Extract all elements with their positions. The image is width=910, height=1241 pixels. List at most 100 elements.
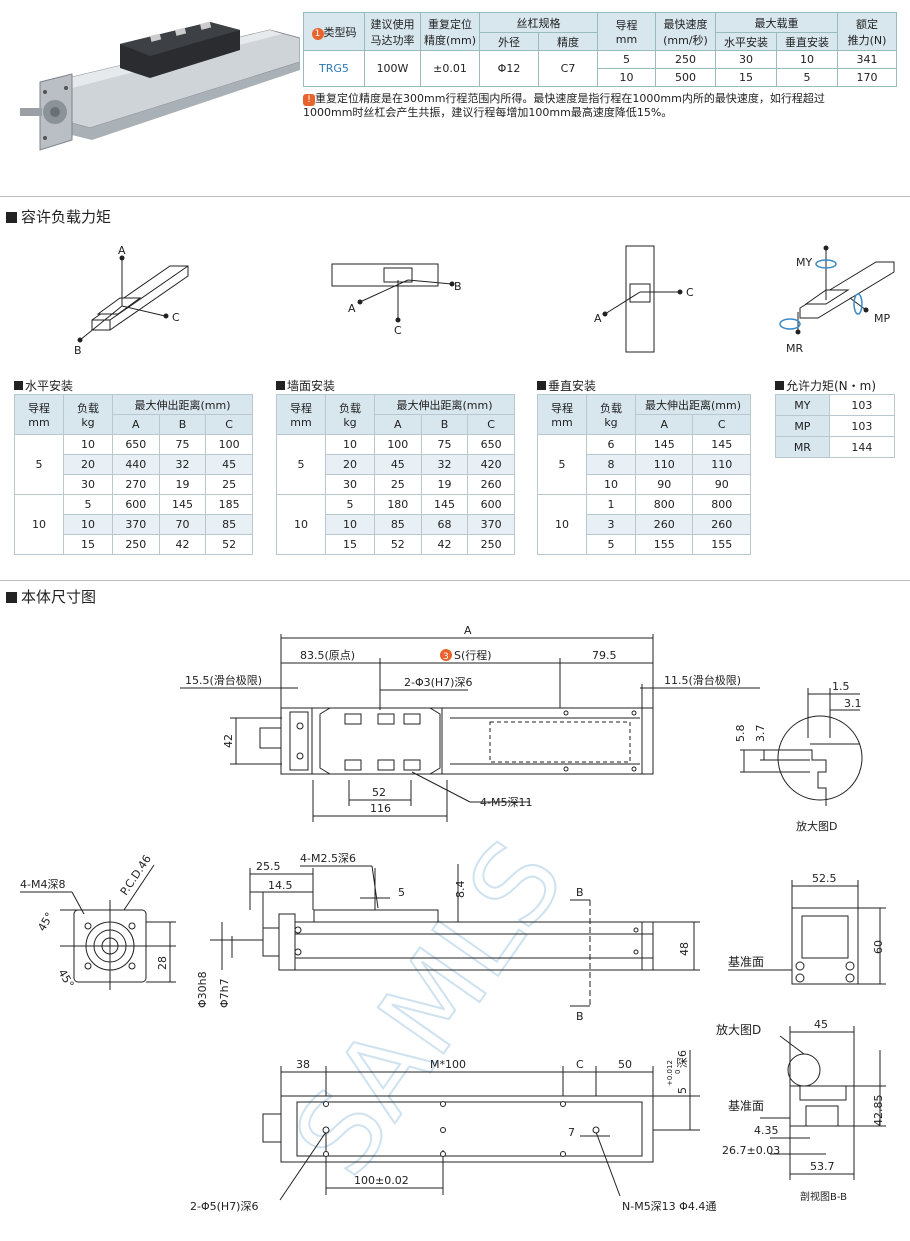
distance-cell: 155: [692, 534, 751, 555]
dim-53-7: 53.7: [810, 1160, 835, 1173]
divider: [0, 580, 910, 581]
dim-limit-right: 11.5(滑台极限): [664, 673, 741, 687]
lead-cell: 5: [537, 434, 587, 495]
distance-cell: 75: [420, 434, 469, 455]
distance-cell: 85: [374, 514, 422, 535]
header-repeat: 重复定位精度(mm): [420, 12, 480, 51]
dim-m100: M*100: [430, 1058, 466, 1071]
load-cell: 20: [63, 454, 113, 475]
spec-lead: 10: [597, 68, 656, 87]
distance-cell: 650: [467, 434, 515, 455]
distance-cell: 110: [692, 454, 751, 475]
distance-cell: 25: [374, 474, 422, 495]
load-cell: 10: [63, 434, 113, 455]
detail-caption: 放大图D: [796, 819, 837, 833]
distance-cell: 100: [374, 434, 422, 455]
product-photo: [20, 21, 300, 151]
dim-42: 42: [222, 734, 235, 748]
dim-100: 100±0.02: [354, 1174, 409, 1187]
label-c: C: [394, 324, 402, 337]
dim-tol-sup: +0.012: [666, 1060, 674, 1086]
dim-4-35: 4.35: [754, 1124, 779, 1137]
dim-1-5: 1.5: [832, 680, 850, 693]
distance-cell: 600: [467, 494, 515, 515]
distance-cell: 260: [634, 514, 694, 535]
moment-name: MP: [775, 415, 830, 437]
distance-cell: 800: [692, 494, 751, 515]
label-mr: MR: [786, 342, 803, 355]
distance-cell: 155: [634, 534, 694, 555]
spec-payload-h: 30: [715, 50, 777, 69]
distance-cell: 800: [634, 494, 694, 515]
section-mark: B: [576, 886, 584, 899]
warning-icon: !: [303, 94, 315, 106]
spec-repeat: ±0.01: [420, 50, 480, 87]
divider: [0, 196, 910, 197]
dim-d7: Φ7h7: [218, 978, 231, 1008]
moment-title: 允许力矩(N・m): [775, 377, 876, 394]
label-c: C: [686, 286, 694, 299]
dim-79-5: 79.5: [592, 649, 617, 662]
distance-cell: 420: [467, 454, 515, 475]
header-payload: 最大载重: [715, 12, 838, 33]
section-mark: B: [576, 1010, 584, 1023]
load-cell: 5: [63, 494, 113, 515]
dim-3-7: 3.7: [754, 725, 767, 743]
header-screw-od: 外径: [479, 32, 539, 51]
distance-cell: 25: [205, 474, 253, 495]
label-b: B: [454, 280, 462, 293]
spec-thrust: 170: [837, 68, 897, 87]
distance-cell: 260: [692, 514, 751, 535]
dim-d30: Φ30h8: [196, 971, 209, 1008]
dim-m4: 4-M4深8: [20, 878, 65, 891]
distance-cell: 70: [158, 514, 207, 535]
label-a: A: [594, 312, 602, 325]
load-cell: 15: [325, 534, 375, 555]
load-cell: 5: [325, 494, 375, 515]
distance-cell: 185: [205, 494, 253, 515]
spec-payload-h: 15: [715, 68, 777, 87]
distance-cell: 90: [634, 474, 694, 495]
distance-cell: 145: [158, 494, 207, 515]
load-cell: 10: [63, 514, 113, 535]
load-diagrams: A C B B A C C A MY MP MR: [74, 244, 895, 357]
distance-cell: 90: [692, 474, 751, 495]
distance-cell: 85: [205, 514, 253, 535]
dim-7: 7: [568, 1126, 575, 1139]
badge-icon: [440, 649, 452, 661]
dim-14-5: 14.5: [268, 879, 293, 892]
dim-hole: 2-Φ3(H7)深6: [404, 676, 472, 689]
header-payload-v: 垂直安装: [776, 32, 838, 51]
label-c: C: [172, 311, 180, 324]
section-caption: 剖视图B-B: [800, 1190, 847, 1203]
distance-cell: 32: [158, 454, 207, 475]
distance-cell: 440: [112, 454, 160, 475]
load-cell: 30: [325, 474, 375, 495]
dim-hole: 2-Φ5(H7)深6: [190, 1200, 258, 1213]
watermark: SAMLS: [269, 819, 588, 1198]
dim-origin: 83.5(原点): [300, 649, 355, 662]
detail-ref: 放大图D: [716, 1022, 761, 1037]
horizontal-title: 水平安装: [14, 377, 73, 394]
distance-cell: 370: [467, 514, 515, 535]
dim-pcd: P.C.D.46: [118, 853, 154, 898]
moment-name: MY: [775, 394, 830, 416]
distance-cell: 32: [420, 454, 469, 475]
